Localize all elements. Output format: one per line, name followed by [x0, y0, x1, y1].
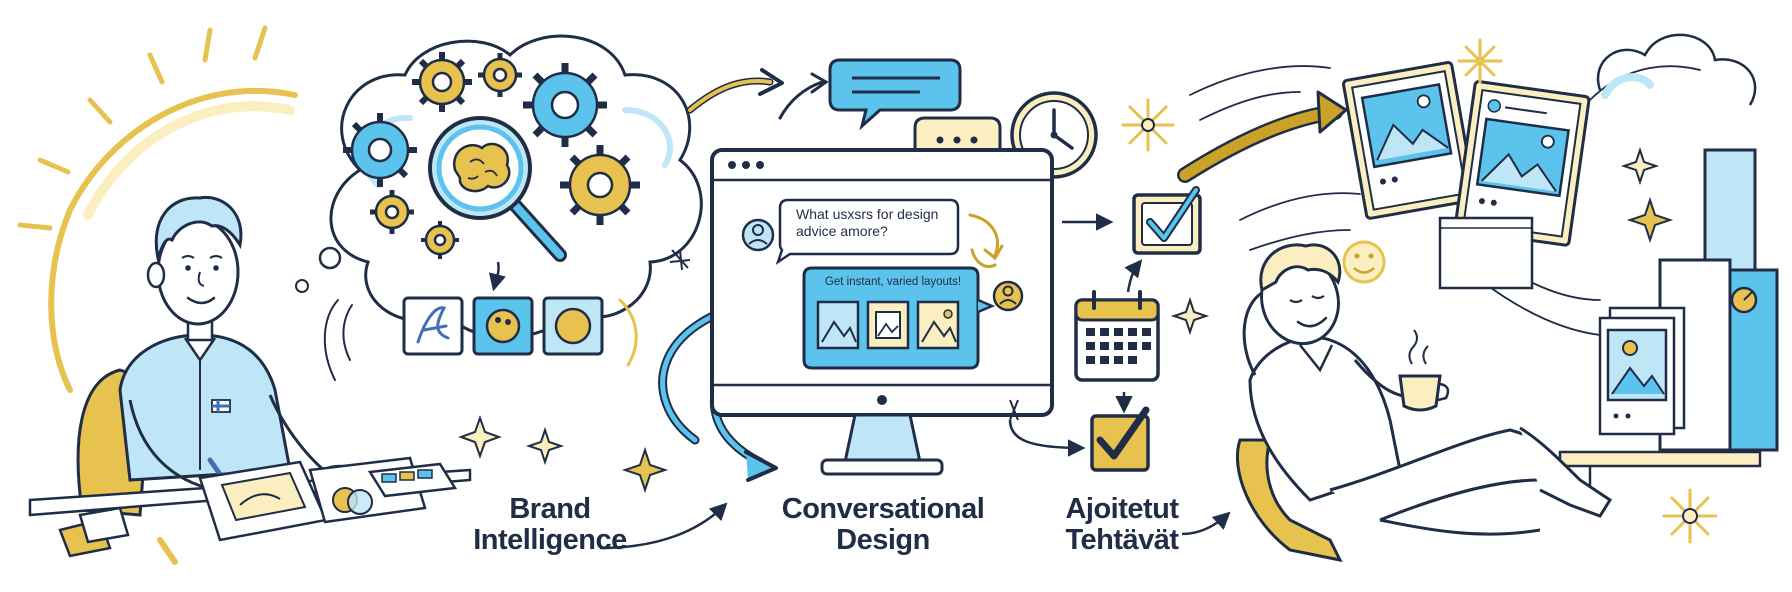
label-brand-line-1: Brand [509, 493, 591, 525]
label-scheduled-line-1: Ajoitetut [1065, 493, 1179, 525]
post-cards [1342, 61, 1591, 290]
style-tiles [402, 296, 604, 356]
down-arrow [488, 261, 506, 292]
swap-arrows-icon [968, 213, 1004, 268]
curve-arrow-brand [599, 502, 728, 550]
steam-cloud [1596, 33, 1757, 106]
steam-cloud-fill [1601, 73, 1654, 99]
label-scheduled-line-2: Tehtävät [1065, 524, 1179, 557]
label-conversational-design: Conversational Design [748, 493, 1018, 557]
chat-question-text: What usxsrs for design advice amore? [796, 206, 956, 240]
sun-sparkle-center [1682, 508, 1698, 524]
sparkle-right [1457, 38, 1503, 84]
motion-swirls [323, 298, 638, 381]
smiley-icon [1342, 240, 1386, 284]
magnifier-brain-icon [428, 116, 567, 262]
gears-icon [343, 52, 640, 259]
chat-answer-text: Get instant, varied layouts! [824, 276, 962, 288]
sparkle-icons-mid [1170, 296, 1210, 336]
chat-answer-bubble [802, 266, 1024, 370]
sun-arc [48, 88, 298, 393]
publish-machine [1558, 148, 1779, 500]
desk-papers [28, 456, 472, 565]
designer-figure [76, 195, 364, 517]
sun-rays [17, 25, 268, 231]
label-conversational-line-2: Design [836, 524, 930, 557]
label-conversational-line-1: Conversational [781, 493, 985, 525]
sparkle-icons [458, 415, 669, 494]
chat-question-line-2: advice amore? [796, 222, 888, 239]
sparkle-icon [669, 249, 1019, 421]
curve-arrow-task [1181, 511, 1231, 536]
check-icon-bottom [1090, 406, 1150, 472]
label-brand-intelligence: Brand Intelligence [440, 493, 660, 557]
speed-lines [1189, 65, 1701, 336]
up-arrow-calendar [1124, 259, 1143, 293]
label-ajoitetut-tehtavat: Ajoitetut Tehtävät [1042, 493, 1202, 557]
relaxed-person [1235, 243, 1613, 563]
flow-arrows-top [686, 68, 829, 120]
calendar-icon [1074, 290, 1160, 382]
sun-arc-glow [83, 101, 295, 220]
arrow-to-task [1008, 419, 1086, 457]
big-arrow-to-posts [1177, 90, 1348, 183]
check-icon-top [1132, 186, 1202, 255]
chat-question-bubble [741, 198, 960, 266]
chat-question-line-1: What usxsrs for design [796, 206, 939, 222]
label-brand-line-2: Intelligence [473, 524, 627, 557]
